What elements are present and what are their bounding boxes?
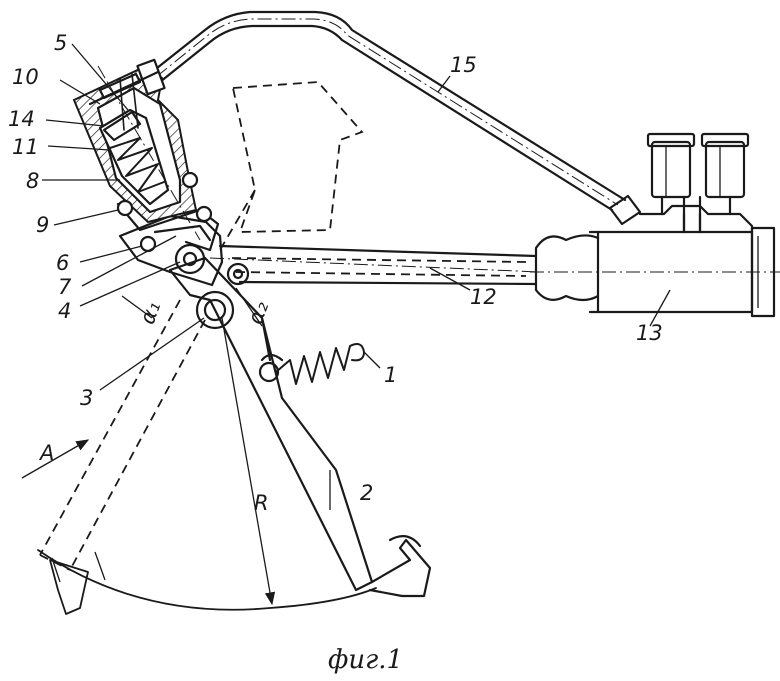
label-8: 8	[26, 169, 39, 193]
label-5: 5	[54, 31, 67, 55]
pivot-3	[195, 290, 235, 330]
label-15: 15	[450, 53, 477, 77]
roller-4	[174, 243, 206, 275]
figure-caption: фиг.1	[328, 645, 403, 675]
radius-arc	[37, 549, 377, 611]
master-cylinder-13	[530, 132, 780, 318]
label-alpha-1: α₁	[135, 298, 165, 327]
label-10: 10	[12, 65, 39, 89]
roller-12-end	[226, 262, 250, 286]
label-4: 4	[58, 299, 71, 323]
roller-4-pin	[182, 251, 198, 267]
label-3: 3	[80, 386, 93, 410]
pivot-3-inner	[203, 298, 227, 322]
label-A: A	[38, 441, 54, 465]
label-1: 1	[384, 363, 397, 387]
label-R: R	[254, 491, 269, 515]
pedal-lever-2	[168, 256, 432, 598]
view-arrow-A	[21, 439, 90, 479]
leader-lines	[21, 43, 671, 510]
label-6: 6	[56, 251, 69, 275]
label-14: 14	[8, 107, 35, 131]
label-13: 13	[636, 321, 663, 345]
label-11: 11	[12, 135, 39, 159]
label-9: 9	[36, 213, 49, 237]
pedal-alt-position	[39, 81, 364, 615]
pipe-15	[150, 10, 642, 226]
bracket-7	[118, 214, 224, 287]
spring-1	[260, 343, 365, 385]
label-2: 2	[360, 481, 373, 505]
radius-line	[221, 317, 276, 606]
roller-12-pin	[232, 268, 244, 280]
label-12: 12	[470, 285, 497, 309]
pushrod-12	[209, 244, 541, 286]
label-7: 7	[58, 275, 72, 299]
actuator-housing	[72, 58, 220, 253]
